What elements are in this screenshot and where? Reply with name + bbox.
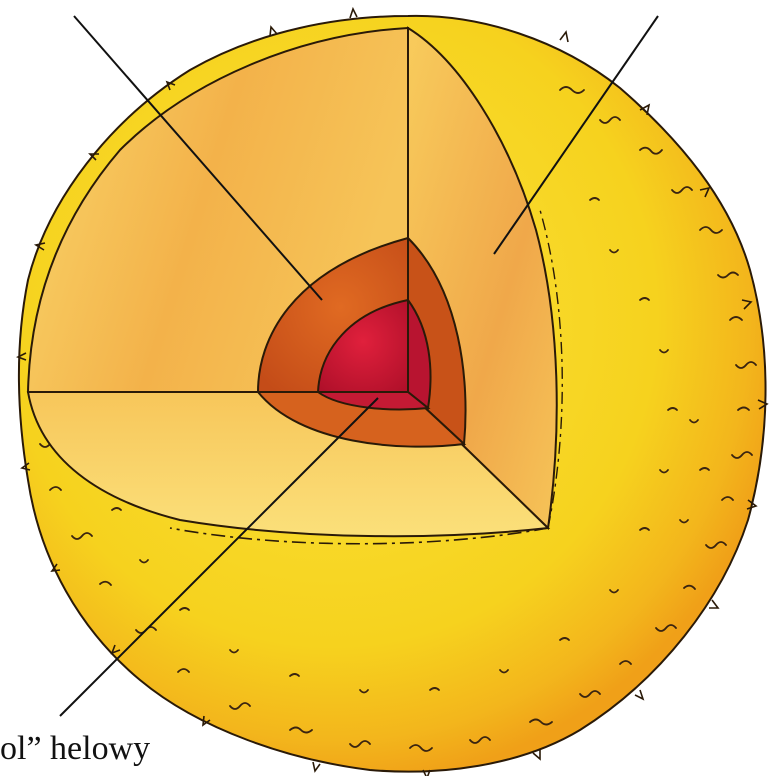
convective-zone <box>28 28 557 536</box>
caption-text: ol” helowy <box>0 729 150 776</box>
